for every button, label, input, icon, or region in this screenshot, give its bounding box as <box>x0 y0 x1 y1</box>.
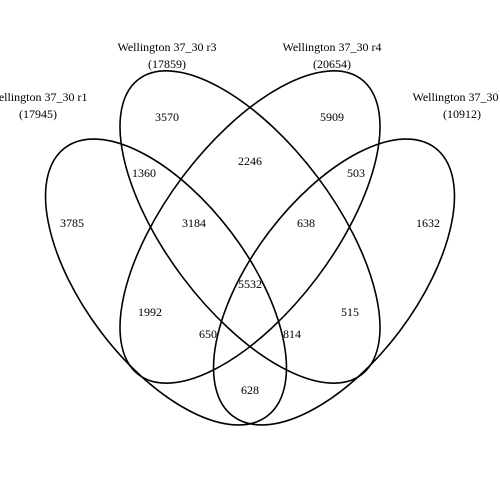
set-r2-label: Wellington 37_30 r2 <box>412 90 500 104</box>
set-r2-size: (10912) <box>443 107 481 121</box>
region-r1-r4-r2-count: 650 <box>199 327 217 341</box>
region-r4-r2-count: 503 <box>347 166 365 180</box>
region-r1-r2-count: 628 <box>241 383 259 397</box>
region-r1-r3-r2-count: 814 <box>283 327 301 341</box>
region-r1-only-count: 3785 <box>60 216 84 230</box>
set-r2-ellipse <box>212 138 456 426</box>
region-r3-r4-count: 2246 <box>238 154 262 168</box>
region-r2-only-count: 1632 <box>416 216 440 230</box>
set-r3-ellipse <box>119 70 381 384</box>
set-r4-ellipse <box>119 70 381 384</box>
set-r3-size: (17859) <box>148 57 186 71</box>
set-r3-label: Wellington 37_30 r3 <box>117 40 216 54</box>
region-r3-r2-count: 515 <box>341 305 359 319</box>
set-r1-ellipse <box>44 138 288 426</box>
region-r1-r3-r4-count: 3184 <box>182 216 206 230</box>
region-all-four-count: 5532 <box>238 277 262 291</box>
region-r4-only-count: 5909 <box>320 110 344 124</box>
set-r1-size: (17945) <box>19 107 57 121</box>
region-r1-r3-count: 1360 <box>132 166 156 180</box>
region-r1-r4-count: 1992 <box>138 305 162 319</box>
set-r4-label: Wellington 37_30 r4 <box>282 40 381 54</box>
set-r4-size: (20654) <box>313 57 351 71</box>
region-r3-only-count: 3570 <box>155 110 179 124</box>
region-r3-r4-r2-count: 638 <box>297 216 315 230</box>
set-r1-label: Wellington 37_30 r1 <box>0 90 88 104</box>
